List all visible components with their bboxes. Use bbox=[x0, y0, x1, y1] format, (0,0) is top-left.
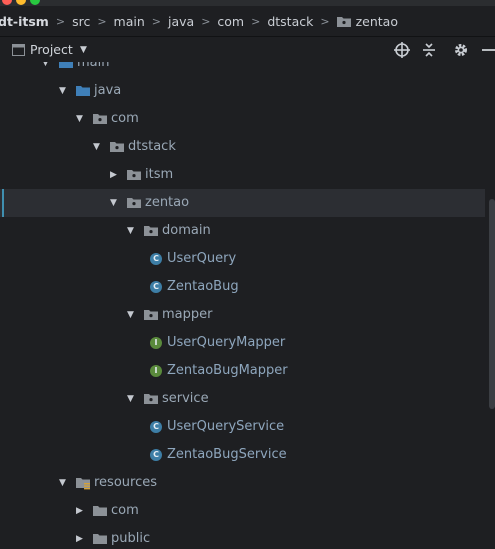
resources-folder-icon bbox=[76, 477, 90, 490]
folder-icon bbox=[59, 62, 73, 68]
tree-node-label: java bbox=[94, 83, 122, 98]
breadcrumb-separator: > bbox=[97, 14, 107, 28]
breadcrumb-item-module[interactable]: dt-itsm bbox=[0, 13, 49, 29]
tree-node-label: UserQueryMapper bbox=[167, 335, 286, 350]
tree-node-label: dtstack bbox=[128, 139, 176, 154]
gear-icon[interactable] bbox=[452, 41, 470, 59]
collapse-all-icon[interactable] bbox=[420, 41, 438, 59]
tree-node-label: main bbox=[77, 62, 110, 70]
tree-node-label: com bbox=[111, 111, 139, 126]
tree-row-com[interactable]: ▶ com bbox=[0, 497, 485, 525]
chevron-down-icon[interactable]: ▼ bbox=[93, 142, 100, 152]
breadcrumb-item-zentao[interactable]: zentao bbox=[355, 13, 398, 29]
tree-node-label: itsm bbox=[145, 167, 174, 182]
tree-row-main[interactable]: ▼ main bbox=[0, 62, 485, 77]
breadcrumb-item-src[interactable]: src bbox=[72, 13, 91, 29]
package-folder-icon bbox=[144, 309, 158, 320]
selection-focus-indicator bbox=[2, 189, 4, 217]
breadcrumb-item-java[interactable]: java bbox=[167, 13, 195, 29]
breadcrumb-separator: > bbox=[251, 14, 261, 28]
chevron-down-icon[interactable]: ▼ bbox=[42, 62, 49, 68]
project-view-icon bbox=[12, 44, 25, 56]
tree-node-label: ZentaoBugMapper bbox=[167, 363, 288, 378]
java-class-icon: C bbox=[150, 253, 162, 265]
breadcrumb: dt-itsm > src > main > java > com > dtst… bbox=[0, 6, 495, 37]
package-folder-icon bbox=[127, 169, 141, 180]
folder-icon bbox=[93, 533, 107, 544]
tree-node-label: UserQuery bbox=[167, 251, 237, 266]
chevron-down-icon[interactable]: ▼ bbox=[76, 114, 83, 124]
tree-row-public[interactable]: ▶ public bbox=[0, 525, 485, 549]
project-toolbar: Project ▼ bbox=[0, 37, 495, 62]
tree-row-userquery[interactable]: C UserQuery bbox=[0, 245, 485, 273]
package-folder-icon bbox=[127, 197, 141, 208]
tree-row-domain[interactable]: ▼ domain bbox=[0, 217, 485, 245]
breadcrumb-item-dtstack[interactable]: dtstack bbox=[267, 13, 314, 29]
package-folder-icon bbox=[336, 16, 351, 27]
window-top-strip bbox=[0, 0, 495, 6]
tree-row-zentao[interactable]: ▼ zentao bbox=[0, 189, 485, 217]
tree-node-label: service bbox=[162, 391, 209, 406]
tree-row-com[interactable]: ▼ com bbox=[0, 105, 485, 133]
tree-node-label: ZentaoBugService bbox=[167, 447, 287, 462]
tree-node-label: com bbox=[111, 503, 139, 518]
tree-node-label: public bbox=[111, 531, 151, 546]
chevron-right-icon[interactable]: ▶ bbox=[76, 506, 83, 516]
package-folder-icon bbox=[144, 225, 158, 236]
breadcrumb-separator: > bbox=[201, 14, 211, 28]
java-class-icon: C bbox=[150, 449, 162, 461]
breadcrumb-item-com[interactable]: com bbox=[217, 13, 245, 29]
tree-node-label: zentao bbox=[145, 195, 190, 210]
chevron-right-icon[interactable]: ▶ bbox=[110, 170, 117, 180]
project-tree[interactable]: ▼ main ▼ java ▼ com ▼ dtstack ▶ itsm ▼ zentao ▼ domai… bbox=[0, 62, 495, 549]
close-window-dot[interactable] bbox=[2, 0, 12, 5]
tree-row-zentaobugservice[interactable]: C ZentaoBugService bbox=[0, 441, 485, 469]
hide-panel-icon[interactable] bbox=[480, 41, 495, 59]
tree-row-java[interactable]: ▼ java bbox=[0, 77, 485, 105]
package-folder-icon bbox=[93, 113, 107, 124]
tree-row-itsm[interactable]: ▶ itsm bbox=[0, 161, 485, 189]
zoom-window-dot[interactable] bbox=[30, 0, 40, 5]
breadcrumb-item-main[interactable]: main bbox=[113, 13, 145, 29]
tree-row-userqueryservice[interactable]: C UserQueryService bbox=[0, 413, 485, 441]
minimize-window-dot[interactable] bbox=[16, 0, 26, 5]
tree-row-userquerymapper[interactable]: I UserQueryMapper bbox=[0, 329, 485, 357]
chevron-right-icon[interactable]: ▶ bbox=[76, 534, 83, 544]
project-view-selector[interactable]: Project bbox=[30, 42, 73, 57]
locate-target-icon[interactable] bbox=[393, 41, 411, 59]
tree-scrollbar[interactable] bbox=[489, 199, 495, 409]
breadcrumb-separator: > bbox=[151, 14, 161, 28]
folder-icon bbox=[93, 505, 107, 516]
package-folder-icon bbox=[144, 393, 158, 404]
folder-icon bbox=[76, 85, 90, 96]
java-interface-icon: I bbox=[150, 365, 162, 377]
breadcrumb-separator: > bbox=[55, 14, 66, 28]
tree-node-label: ZentaoBug bbox=[167, 279, 239, 294]
java-interface-icon: I bbox=[150, 337, 162, 349]
chevron-down-icon[interactable]: ▼ bbox=[110, 198, 117, 208]
tree-row-resources[interactable]: ▼ resources bbox=[0, 469, 485, 497]
tree-node-label: mapper bbox=[162, 307, 213, 322]
chevron-down-icon[interactable]: ▼ bbox=[80, 45, 87, 55]
chevron-down-icon[interactable]: ▼ bbox=[127, 226, 134, 236]
tree-row-service[interactable]: ▼ service bbox=[0, 385, 485, 413]
tree-row-mapper[interactable]: ▼ mapper bbox=[0, 301, 485, 329]
java-class-icon: C bbox=[150, 421, 162, 433]
java-class-icon: C bbox=[150, 281, 162, 293]
tree-row-zentaobugmapper[interactable]: I ZentaoBugMapper bbox=[0, 357, 485, 385]
tree-row-dtstack[interactable]: ▼ dtstack bbox=[0, 133, 485, 161]
tree-row-zentaobug[interactable]: C ZentaoBug bbox=[0, 273, 485, 301]
tree-node-label: domain bbox=[162, 223, 211, 238]
tree-node-label: resources bbox=[94, 475, 158, 490]
chevron-down-icon[interactable]: ▼ bbox=[127, 394, 134, 404]
package-folder-icon bbox=[110, 141, 124, 152]
chevron-down-icon[interactable]: ▼ bbox=[59, 86, 66, 96]
chevron-down-icon[interactable]: ▼ bbox=[59, 478, 66, 488]
tree-node-label: UserQueryService bbox=[167, 419, 285, 434]
breadcrumb-separator: > bbox=[320, 14, 330, 28]
chevron-down-icon[interactable]: ▼ bbox=[127, 310, 134, 320]
